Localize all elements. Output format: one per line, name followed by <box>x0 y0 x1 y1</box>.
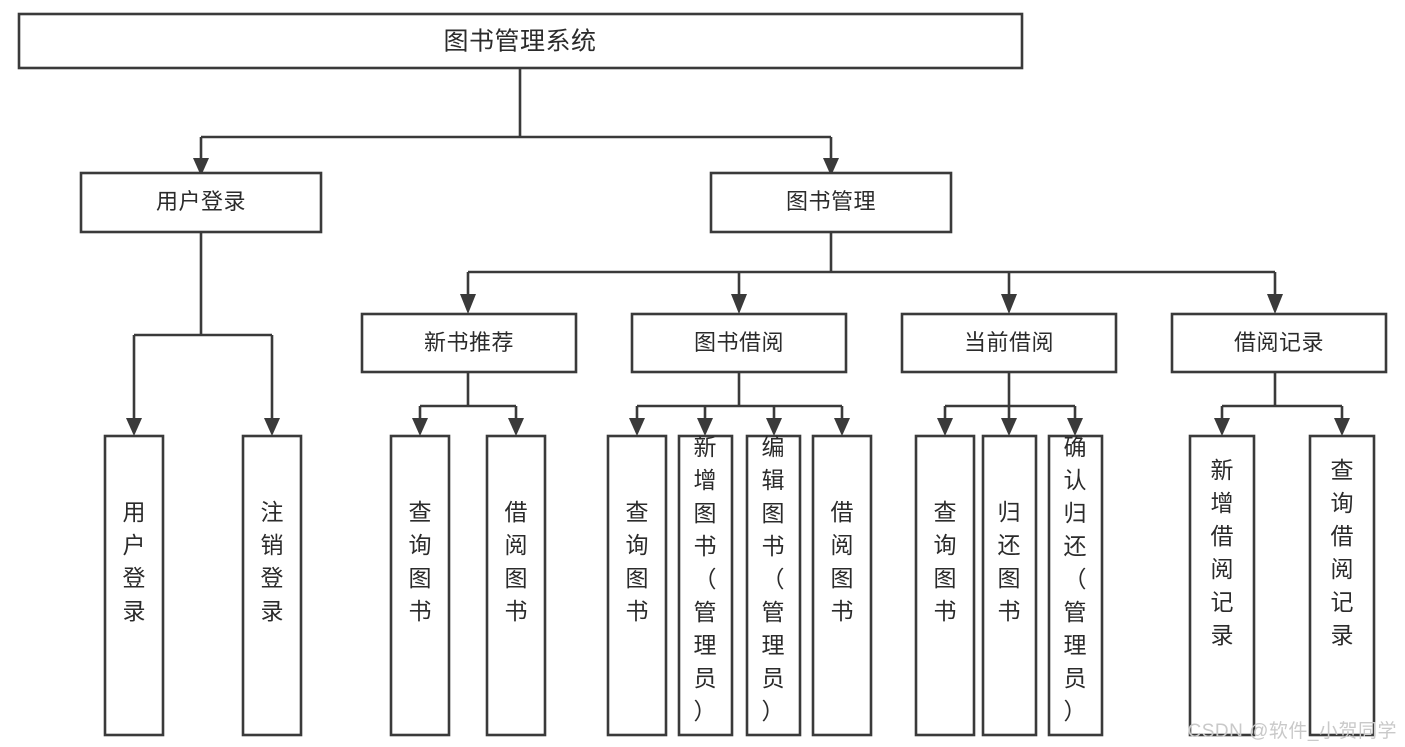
node-leaf-borrow-book-2[interactable]: 借阅图书 <box>811 434 873 737</box>
node-user-login-label: 用户登录 <box>156 189 246 214</box>
arrow-to-leaf-query-record <box>1334 418 1350 436</box>
arrow-to-leaf-query-book-1 <box>412 418 428 436</box>
arrow-to-leaf-return-book <box>1001 418 1017 436</box>
arrow-to-leaf-borrow-book-2 <box>834 418 850 436</box>
node-leaf-edit-book-box[interactable] <box>745 434 802 737</box>
node-leaf-query-book-3-label: 查询图书 <box>934 499 957 624</box>
node-leaf-add-record[interactable]: 新增借阅记录 <box>1188 434 1256 737</box>
node-leaf-query-record-box[interactable] <box>1308 434 1376 737</box>
node-leaf-return-book-label: 归还图书 <box>998 499 1021 624</box>
node-new-book-recommend-label: 新书推荐 <box>424 330 514 355</box>
node-leaf-confirm-return-box[interactable] <box>1047 434 1104 737</box>
node-leaf-query-book-2[interactable]: 查询图书 <box>606 434 668 737</box>
arrow-to-new-book <box>460 294 476 314</box>
node-leaf-logout-box[interactable] <box>241 434 303 737</box>
node-leaf-user-login-box[interactable] <box>103 434 165 737</box>
arrow-to-leaf-user-login <box>126 418 142 436</box>
arrow-to-user-login <box>193 158 209 176</box>
node-user-login[interactable]: 用户登录 <box>79 171 323 234</box>
arrow-to-leaf-add-book <box>697 418 713 436</box>
node-leaf-borrow-book-2-label: 借阅图书 <box>831 499 854 624</box>
node-leaf-borrow-book-1-label: 借阅图书 <box>505 499 528 624</box>
node-root-label: 图书管理系统 <box>443 28 596 56</box>
node-leaf-borrow-book-2-box[interactable] <box>811 434 873 737</box>
node-leaf-return-book-box[interactable] <box>981 434 1038 737</box>
node-root-box[interactable] <box>17 12 1024 70</box>
node-leaf-query-book-1[interactable]: 查询图书 <box>389 434 451 737</box>
node-leaf-edit-book[interactable]: 编辑图书（管理员） <box>745 434 802 737</box>
node-book-management-label: 图书管理 <box>786 189 876 214</box>
csdn-watermark: CSDN @软件_小贺同学 <box>1187 721 1397 742</box>
node-leaf-query-book-1-box[interactable] <box>389 434 451 737</box>
node-leaf-user-login[interactable]: 用户登录 <box>103 434 165 737</box>
node-leaf-add-record-box[interactable] <box>1188 434 1256 737</box>
connector-root-to-level2 <box>199 68 833 160</box>
node-leaf-add-book-box[interactable] <box>677 434 734 737</box>
arrow-to-book-borrow <box>731 294 747 314</box>
arrow-to-leaf-query-book-2 <box>629 418 645 436</box>
node-leaf-add-book-label: 新增图书（管理员） <box>694 434 717 724</box>
node-current-borrow-label: 当前借阅 <box>964 330 1054 355</box>
connector-current-to-leaves <box>943 372 1077 420</box>
node-leaf-query-book-3[interactable]: 查询图书 <box>914 434 976 737</box>
node-leaf-query-book-3-box[interactable] <box>914 434 976 737</box>
node-leaf-edit-book-label: 编辑图书（管理员） <box>762 434 785 724</box>
node-book-borrow[interactable]: 图书借阅 <box>630 312 848 374</box>
node-root[interactable]: 图书管理系统 <box>17 12 1024 70</box>
node-current-borrow[interactable]: 当前借阅 <box>900 312 1118 374</box>
node-current-borrow-box[interactable] <box>900 312 1118 374</box>
node-leaf-query-book-2-box[interactable] <box>606 434 668 737</box>
arrow-to-leaf-query-book-3 <box>937 418 953 436</box>
node-leaf-confirm-return-label: 确认归还（管理员） <box>1064 434 1087 724</box>
connector-records-to-leaves <box>1220 372 1344 420</box>
arrow-to-leaf-logout <box>264 418 280 436</box>
node-user-login-box[interactable] <box>79 171 323 234</box>
node-book-management[interactable]: 图书管理 <box>709 171 953 234</box>
node-borrow-records[interactable]: 借阅记录 <box>1170 312 1388 374</box>
connector-newbook-to-leaves <box>418 372 518 420</box>
arrow-to-current-borrow <box>1001 294 1017 314</box>
node-borrow-records-label: 借阅记录 <box>1234 330 1324 355</box>
arrow-to-leaf-confirm-return <box>1067 418 1083 436</box>
arrow-to-leaf-borrow-book-1 <box>508 418 524 436</box>
arrow-to-leaf-add-record <box>1214 418 1230 436</box>
node-leaf-add-book[interactable]: 新增图书（管理员） <box>677 434 734 737</box>
connector-borrow-to-leaves <box>635 372 844 420</box>
arrow-to-book-management <box>823 158 839 176</box>
node-new-book-recommend[interactable]: 新书推荐 <box>360 312 578 374</box>
arrow-to-leaf-edit-book <box>766 418 782 436</box>
node-leaf-add-record-label: 新增借阅记录 <box>1211 457 1234 648</box>
node-leaf-borrow-book-1-box[interactable] <box>485 434 547 737</box>
node-leaf-borrow-book-1[interactable]: 借阅图书 <box>485 434 547 737</box>
node-book-borrow-box[interactable] <box>630 312 848 374</box>
node-leaf-query-book-1-label: 查询图书 <box>409 499 432 624</box>
node-leaf-query-record-label: 查询借阅记录 <box>1331 457 1354 648</box>
connector-layer <box>126 68 1350 436</box>
arrow-to-borrow-records <box>1267 294 1283 314</box>
node-leaf-return-book[interactable]: 归还图书 <box>981 434 1038 737</box>
node-leaf-query-record[interactable]: 查询借阅记录 <box>1308 434 1376 737</box>
connector-login-to-leaves <box>132 232 274 420</box>
node-book-borrow-label: 图书借阅 <box>694 330 784 355</box>
node-leaf-logout[interactable]: 注销登录 <box>241 434 303 737</box>
connector-bookmgmt-to-level3 <box>466 232 1277 296</box>
node-new-book-recommend-box[interactable] <box>360 312 578 374</box>
node-leaf-query-book-2-label: 查询图书 <box>626 499 649 624</box>
node-leaf-confirm-return[interactable]: 确认归还（管理员） <box>1047 434 1104 737</box>
node-leaf-logout-label: 注销登录 <box>261 499 284 624</box>
node-book-management-box[interactable] <box>709 171 953 234</box>
node-leaf-user-login-label: 用户登录 <box>123 499 146 624</box>
node-borrow-records-box[interactable] <box>1170 312 1388 374</box>
